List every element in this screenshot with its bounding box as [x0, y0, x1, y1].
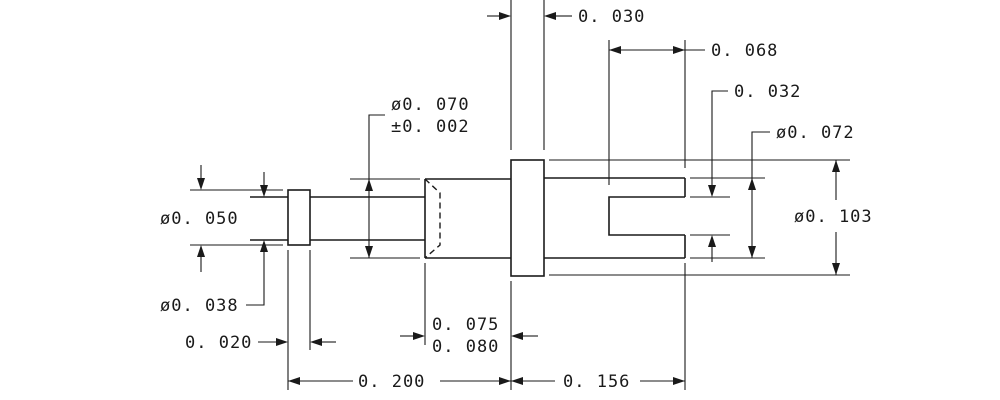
- dim-top-flange-thickness: 0. 030: [578, 7, 645, 27]
- collar-shape: [287, 189, 311, 246]
- dim-rear-length: 0. 156: [563, 372, 630, 392]
- dimension-labels: 0. 030 0. 068 0. 032 ø0. 072 ø0. 103 ø0.…: [160, 7, 873, 392]
- dimension-lines: [197, 12, 840, 385]
- dim-tail-diameter: ø0. 072: [776, 123, 855, 143]
- dim-body-diameter: ø0. 070: [391, 95, 470, 115]
- dim-slot-width: 0. 032: [734, 82, 801, 102]
- hidden-chamfer: [424, 178, 441, 259]
- dim-collar-width: 0. 020: [185, 333, 252, 353]
- flange-shape: [510, 159, 545, 277]
- dim-pin-diameter: ø0. 050: [160, 209, 239, 229]
- dim-slot-depth: 0. 068: [711, 41, 778, 61]
- part-outline: [250, 159, 686, 277]
- extension-lines: [190, 0, 850, 390]
- dim-collar-diameter: ø0. 038: [160, 296, 239, 316]
- slot-shape: [608, 196, 685, 236]
- dim-chamfer-1: 0. 075: [432, 315, 499, 335]
- dim-flange-diameter: ø0. 103: [794, 207, 873, 227]
- dim-front-length: 0. 200: [358, 372, 425, 392]
- dim-body-tolerance: ±0. 002: [391, 117, 470, 137]
- dim-chamfer-2: 0. 080: [432, 337, 499, 357]
